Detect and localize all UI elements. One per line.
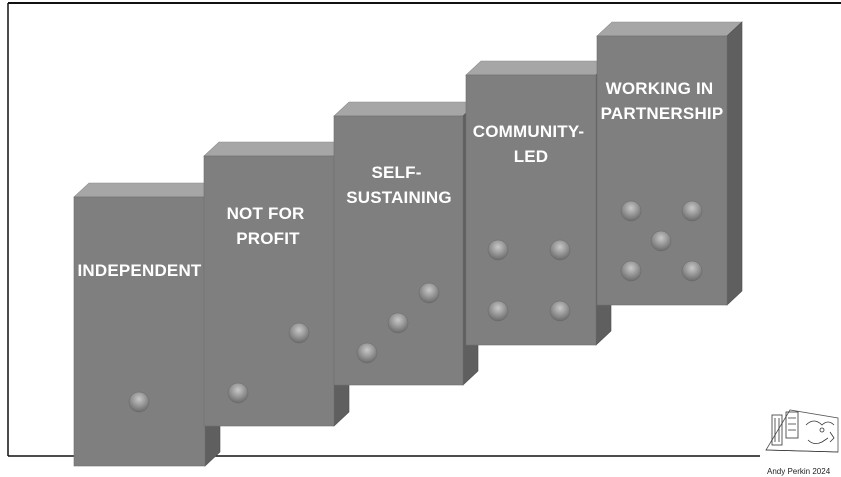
- block-label-line: SELF-: [371, 163, 421, 182]
- credit-text: Andy Perkin 2024: [767, 467, 831, 476]
- block-top-face: [73, 182, 221, 198]
- block-label-line: SUSTAINING: [346, 188, 452, 207]
- pip: [128, 391, 150, 413]
- block-label-line: COMMUNITY-: [473, 122, 585, 141]
- pip: [356, 342, 378, 364]
- block-top-face: [333, 101, 479, 117]
- pip: [620, 200, 642, 222]
- domino-block-not-for-profit: NOT FOR PROFIT: [203, 141, 350, 427]
- pip: [387, 312, 409, 334]
- pip: [681, 260, 703, 282]
- block-top-face: [465, 60, 612, 76]
- pip: [549, 300, 571, 322]
- pip: [650, 230, 672, 252]
- block-label: COMMUNITY- LED: [473, 122, 589, 166]
- block-label: NOT FOR PROFIT: [227, 204, 310, 248]
- pip: [288, 322, 310, 344]
- block-label: SELF- SUSTAINING: [346, 163, 452, 207]
- pip: [487, 300, 509, 322]
- pip: [549, 239, 571, 261]
- domino-block-working-in-partnership: WORKING IN PARTNERSHIP: [596, 21, 743, 306]
- block-front-face: [203, 155, 335, 427]
- pip: [418, 282, 440, 304]
- block-label-line: NOT FOR: [227, 204, 305, 223]
- block-front-face: [465, 74, 597, 346]
- block-front-face: [73, 196, 206, 467]
- block-label-line: PARTNERSHIP: [601, 104, 724, 123]
- artist-logo-sketch: [765, 409, 839, 453]
- pip: [487, 239, 509, 261]
- block-label-line: PROFIT: [236, 229, 300, 248]
- pip: [227, 382, 249, 404]
- domino-block-independent: INDEPENDENT: [73, 182, 221, 467]
- block-front-face: [333, 115, 464, 386]
- block-label-line: WORKING IN: [606, 79, 714, 98]
- pip: [620, 260, 642, 282]
- domino-block-self-sustaining: SELF- SUSTAINING: [333, 101, 479, 386]
- block-label: WORKING IN PARTNERSHIP: [601, 79, 724, 123]
- domino-block-community-led: COMMUNITY- LED: [465, 60, 612, 346]
- block-top-face: [596, 21, 743, 37]
- block-top-face: [203, 141, 350, 157]
- block-side-face: [726, 21, 743, 306]
- block-label-line: LED: [514, 147, 549, 166]
- block-front-face: [596, 35, 728, 306]
- block-label: INDEPENDENT: [77, 261, 201, 280]
- pip: [681, 200, 703, 222]
- block-label-line: INDEPENDENT: [77, 261, 201, 280]
